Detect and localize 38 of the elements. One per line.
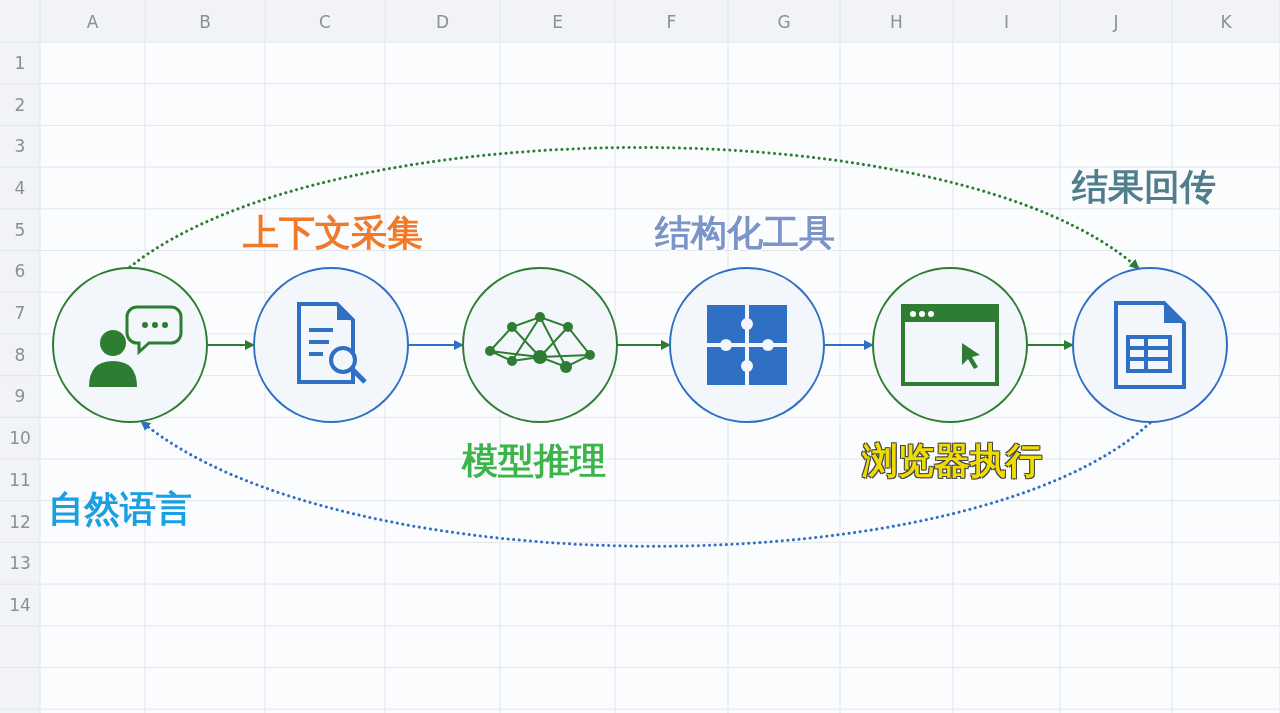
arrow	[825, 340, 874, 350]
dotted-arrow	[128, 146, 1140, 270]
row-header: 9	[13, 386, 27, 407]
step-label: 结构化工具	[655, 212, 835, 254]
step-label: 模型推理	[462, 440, 606, 482]
row-header: 11	[8, 469, 32, 490]
column-header: B	[198, 12, 212, 32]
step-label: 浏览器执行	[862, 440, 1042, 482]
step-label: 结果回传	[1072, 166, 1216, 208]
column-header: J	[1111, 12, 1120, 32]
column-header: G	[776, 12, 792, 32]
column-header: A	[85, 12, 100, 32]
column-header: D	[434, 12, 451, 32]
arrow	[409, 340, 464, 350]
column-header: C	[318, 12, 332, 32]
dotted-arrow	[140, 420, 1152, 548]
row-header: 3	[13, 136, 27, 157]
step-label: 自然语言	[48, 488, 192, 530]
column-header: F	[665, 12, 678, 32]
row-header: 12	[8, 511, 32, 532]
arrow	[208, 340, 255, 350]
arrow	[618, 340, 671, 350]
row-header: 4	[13, 177, 27, 198]
arrow	[1028, 340, 1074, 350]
column-header: E	[551, 12, 564, 32]
row-header: 14	[8, 594, 32, 615]
row-header: 6	[13, 261, 27, 282]
row-header: 10	[8, 428, 32, 449]
column-header: H	[889, 12, 904, 32]
row-header: 1	[13, 52, 27, 73]
row-header: 8	[13, 344, 27, 365]
row-header: 5	[13, 219, 27, 240]
column-header: I	[1003, 12, 1010, 32]
column-header: K	[1219, 12, 1233, 32]
row-header: 2	[13, 94, 27, 115]
row-header: 13	[8, 553, 32, 574]
step-label: 上下文采集	[243, 212, 423, 254]
row-header: 7	[13, 303, 27, 324]
